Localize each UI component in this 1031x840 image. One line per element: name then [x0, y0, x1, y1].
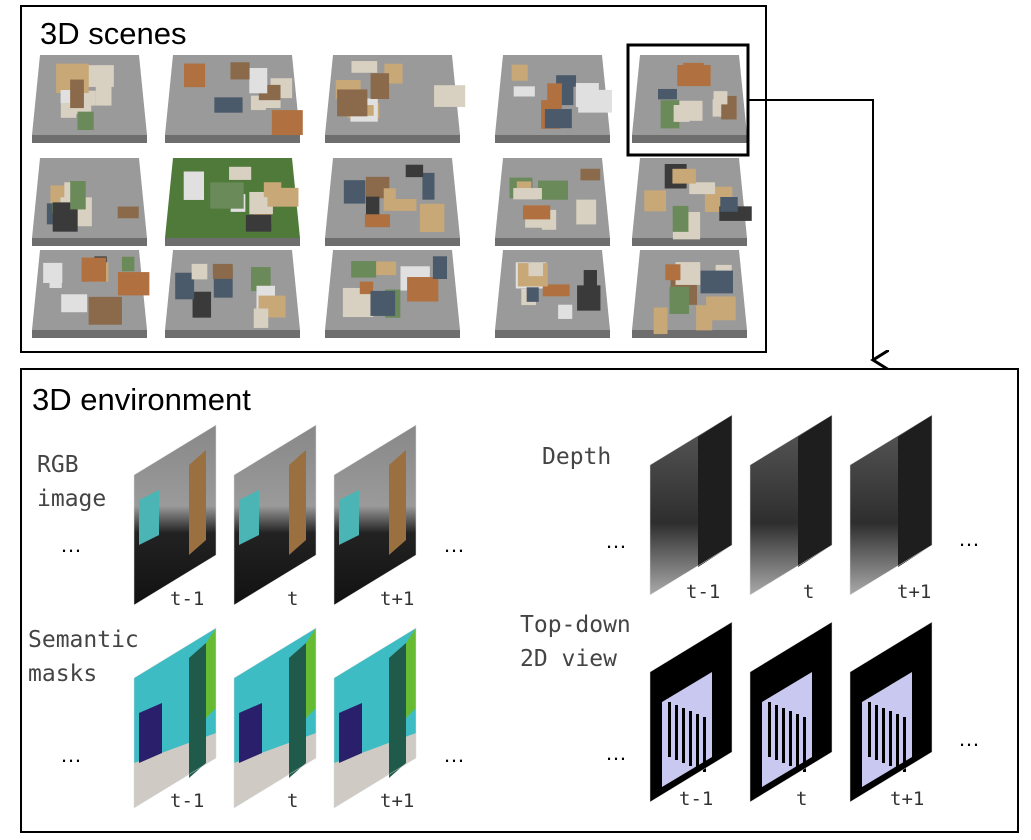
scene-thumbnail: [325, 250, 460, 338]
ellipsis: …: [443, 742, 466, 767]
ellipsis: …: [958, 526, 981, 551]
arrow-connector: [748, 99, 873, 360]
scene-thumbnail: [32, 250, 150, 338]
frame-stacks: [133, 414, 933, 809]
rgb-frame-label: t-1: [170, 588, 205, 610]
scene-thumbnails: [32, 55, 752, 338]
scene-thumbnail: [32, 55, 147, 143]
rgb-frame: [133, 424, 217, 606]
ellipsis: …: [958, 726, 981, 751]
scenes-title: 3D scenes: [40, 16, 187, 51]
ellipsis: …: [605, 528, 628, 553]
depth-frame: [749, 414, 833, 596]
topdown-label-line2: 2D view: [520, 646, 617, 672]
semantic-label-line2: masks: [28, 661, 98, 687]
scene-thumbnail: [165, 55, 303, 143]
depth-frame-label: t: [803, 581, 815, 603]
semantic-label-line1: Semantic: [28, 627, 139, 653]
rgb-frame-label: t: [287, 588, 299, 610]
scene-thumbnail: [165, 158, 300, 246]
top-frame: [849, 621, 933, 803]
sem-frame: [133, 627, 217, 809]
environment-title: 3D environment: [32, 382, 251, 417]
semantic-frame-label: t+1: [380, 790, 415, 812]
scene-thumbnail: [632, 158, 752, 246]
scene-thumbnail: [495, 55, 612, 143]
rgb-frame: [233, 424, 317, 606]
ellipsis: …: [443, 532, 466, 557]
rgb-frame-label: t+1: [380, 588, 415, 610]
environment-panel: [20, 368, 1019, 833]
scene-thumbnail: [165, 250, 300, 338]
semantic-frame-label: t-1: [170, 790, 205, 812]
ellipsis: …: [60, 742, 83, 767]
ellipsis: …: [605, 740, 628, 765]
semantic-label: Semantic masks: [28, 623, 139, 691]
scene-thumbnail: [32, 158, 147, 246]
sem-frame: [333, 627, 417, 809]
scene-thumbnail: [325, 55, 466, 143]
rgb-frame: [333, 424, 417, 606]
scenes-panel: [20, 5, 767, 353]
topdown-label-line1: Top-down: [520, 612, 631, 638]
topdown-frame-label: t+1: [890, 788, 925, 810]
scene-thumbnail: [495, 250, 610, 338]
ellipsis: …: [60, 532, 83, 557]
scene-thumbnail: [632, 250, 747, 338]
top-frame: [649, 621, 733, 803]
rgb-label-line1: RGB: [37, 452, 79, 478]
topdown-frame-label: t: [796, 788, 808, 810]
topdown-label: Top-down 2D view: [520, 608, 631, 676]
depth-frame-label: t+1: [897, 581, 932, 603]
scene-thumbnail: [495, 158, 610, 246]
depth-frame: [649, 414, 733, 596]
depth-frame-label: t-1: [686, 581, 721, 603]
depth-label: Depth: [542, 444, 612, 470]
rgb-label: RGB image: [37, 448, 106, 516]
topdown-frame-label: t-1: [679, 788, 714, 810]
sem-frame: [233, 627, 317, 809]
semantic-frame-label: t: [287, 790, 299, 812]
rgb-label-line2: image: [37, 486, 107, 512]
top-frame: [749, 621, 833, 803]
scene-thumbnail: [632, 55, 747, 143]
scene-thumbnail: [325, 158, 460, 246]
depth-frame: [849, 414, 933, 596]
